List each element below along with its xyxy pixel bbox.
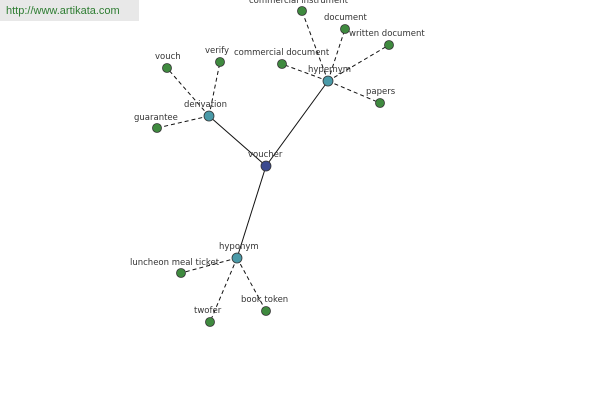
leaf-label-verify[interactable]: verify [205, 46, 229, 56]
graph-edges [156, 10, 390, 323]
leaf-label-luncheon-meal-ticket[interactable]: luncheon meal ticket [130, 258, 220, 268]
edge-derivation-vouch [166, 67, 210, 117]
relation-node-hypernym[interactable] [322, 75, 334, 87]
relation-label-hyponym[interactable]: hyponym [219, 242, 259, 252]
leaf-node-commercial-document[interactable] [277, 59, 287, 69]
edge-voucher-hypernym [265, 80, 329, 167]
edge-voucher-derivation [208, 115, 267, 167]
edge-hypernym-written-document [327, 44, 390, 82]
leaf-node-twofer[interactable] [205, 317, 215, 327]
relation-node-hyponym[interactable] [231, 252, 243, 264]
leaf-node-vouch[interactable] [162, 63, 172, 73]
leaf-node-commercial-instrument[interactable] [297, 6, 307, 16]
graph-labels: vouch verify guarantee commercial instrumen… [130, 0, 425, 316]
leaf-node-luncheon-meal-ticket[interactable] [176, 268, 186, 278]
leaf-label-guarantee[interactable]: guarantee [134, 113, 178, 123]
relation-node-derivation[interactable] [203, 110, 215, 122]
edge-hypernym-document [327, 28, 346, 82]
edge-hypernym-papers [327, 80, 381, 104]
leaf-node-written-document[interactable] [384, 40, 394, 50]
edge-hyponym-luncheon-meal-ticket [180, 257, 238, 274]
leaf-node-verify[interactable] [215, 57, 225, 67]
relation-label-derivation[interactable]: derivation [184, 100, 227, 110]
leaf-label-commercial-instrument[interactable]: commercial instrument [249, 0, 349, 6]
leaf-node-papers[interactable] [375, 98, 385, 108]
leaf-node-document[interactable] [340, 24, 350, 34]
edge-hypernym-commercial-document [281, 63, 329, 82]
edge-hyponym-twofer [209, 257, 238, 323]
site-banner[interactable]: http://www.artikata.com [0, 0, 139, 21]
edge-derivation-verify [208, 61, 221, 117]
edge-voucher-hyponym [236, 165, 267, 259]
leaf-label-document[interactable]: document [324, 13, 368, 23]
leaf-label-twofer[interactable]: twofer [194, 306, 222, 316]
edge-hyponym-book-token [236, 257, 267, 312]
graph-nodes [152, 6, 394, 327]
edge-derivation-guarantee [156, 115, 210, 129]
leaf-label-commercial-document[interactable]: commercial document [234, 48, 330, 58]
relation-label-hypernym[interactable]: hypernym [308, 65, 351, 75]
site-url-link[interactable]: http://www.artikata.com [6, 4, 120, 17]
edge-hypernym-commercial-instrument [301, 10, 329, 82]
center-node-voucher[interactable] [260, 160, 272, 172]
leaf-node-book-token[interactable] [261, 306, 271, 316]
leaf-node-guarantee[interactable] [152, 123, 162, 133]
leaf-label-vouch[interactable]: vouch [155, 52, 181, 62]
leaf-label-papers[interactable]: papers [366, 87, 396, 97]
leaf-label-book-token[interactable]: book token [241, 295, 288, 305]
leaf-label-written-document[interactable]: written document [349, 29, 425, 39]
center-label-voucher[interactable]: voucher [248, 150, 283, 160]
